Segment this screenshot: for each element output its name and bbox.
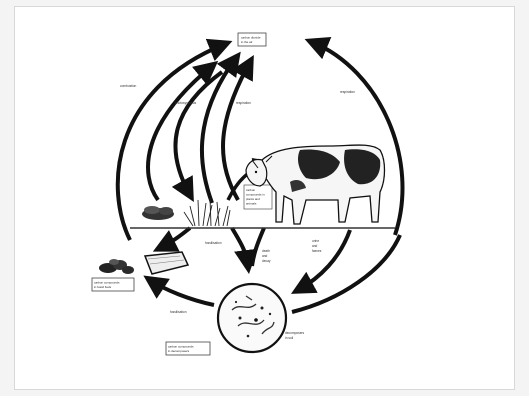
fossil-fuels-box: carbon compounds in fossil fuels — [92, 278, 134, 291]
plants-animals-line-1: carbon — [246, 188, 256, 192]
fossil-box-line-2: in fossil fuels — [94, 285, 112, 289]
fossilisation-lower-label: fossilisation — [170, 310, 187, 314]
plants-animals-box: carbon compounds in plants and animals — [244, 185, 272, 209]
decomposer-respiration-arrow — [292, 235, 400, 312]
plants-animals-line-3: plants and — [246, 197, 260, 201]
soil-box-line-2: in decomposers — [168, 349, 190, 353]
decomposer-fossilisation-arrow — [150, 280, 214, 305]
decomposers-line-1: decomposers — [285, 331, 305, 335]
waste-label: urine and faeces — [312, 239, 322, 253]
fossilisation-label: fossilisation — [205, 241, 222, 245]
waste-arrow — [298, 230, 350, 290]
death-decay-arrow-left — [232, 228, 248, 266]
decomposers-circle-drawing — [218, 284, 286, 352]
waste-line-2: and — [312, 244, 318, 248]
dead-matter-drawing — [142, 206, 174, 220]
animal-respiration-arrow — [223, 62, 250, 200]
death-line-2: and — [262, 254, 268, 258]
cow-drawing — [246, 145, 385, 224]
fossil-box-line-1: carbon compounds — [94, 281, 120, 285]
decomposers-compounds-box: carbon compounds in decomposers — [166, 342, 210, 355]
respiration-arrow-right — [312, 42, 402, 235]
waste-line-3: faeces — [312, 249, 322, 253]
decomposers-line-2: in soil — [285, 336, 293, 340]
plant-respiration-label: respiration — [236, 101, 251, 105]
decomposers-label: decomposers in soil — [285, 331, 305, 340]
fossilisation-arrow — [160, 228, 190, 248]
grass-drawing — [184, 198, 230, 226]
co2-box-line-2: in the air — [241, 40, 253, 44]
photosynthesis-label: photosynthesis — [175, 101, 197, 105]
co2-box-line-1: carbon dioxide — [241, 36, 261, 40]
death-decay-label: death and decay — [262, 249, 271, 263]
combustion-label: combustion — [120, 84, 137, 88]
coal-block-drawing — [145, 252, 188, 274]
carbon-dioxide-box: carbon dioxide in the air — [238, 33, 266, 46]
death-line-3: decay — [262, 259, 271, 263]
plants-animals-line-2: compounds in — [246, 193, 265, 197]
fossil-fuel-lumps-drawing — [99, 259, 134, 274]
waste-line-1: urine — [312, 239, 319, 243]
soil-box-line-1: carbon compounds — [168, 345, 194, 349]
plants-animals-line-4: animals — [246, 202, 257, 206]
right-respiration-label: respiration — [340, 90, 355, 94]
death-line-1: death — [262, 249, 270, 253]
